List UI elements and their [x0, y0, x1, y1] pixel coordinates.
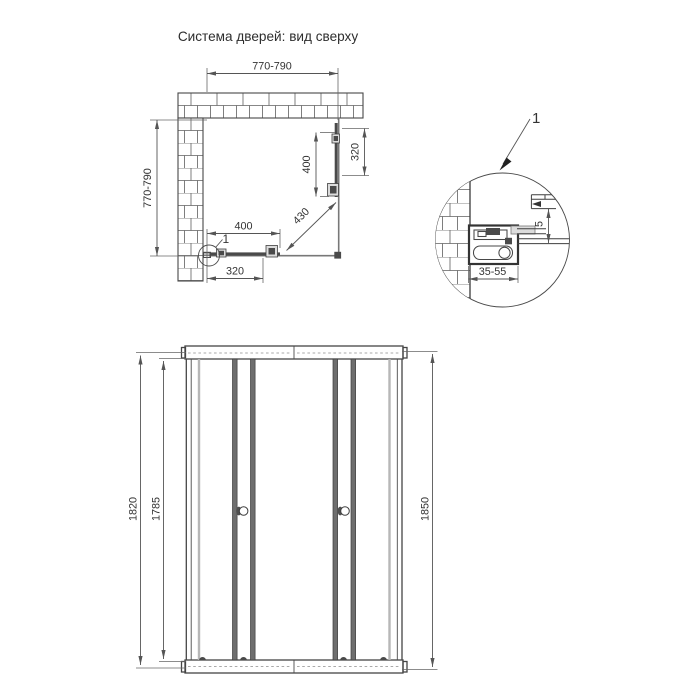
dim-inner-height: 1785	[151, 358, 186, 662]
front-bottom-rail	[180, 659, 408, 674]
front-top-rail	[180, 345, 408, 360]
front-handle-right	[337, 506, 350, 516]
detail-callout-label: 1	[223, 232, 230, 246]
page-title: Система дверей: вид сверху	[178, 29, 359, 44]
front-door-stiles	[232, 358, 356, 661]
dim-right-door: 400	[301, 132, 335, 197]
detail-glass-panels	[505, 225, 570, 245]
sliding-door-right	[327, 123, 340, 197]
top-view: 770-790 770-790 400 320 400	[142, 61, 369, 283]
front-fixed-glass-edges	[197, 359, 391, 660]
dim-bottom-door: 400	[206, 221, 281, 283]
dim-total-height: 1850	[402, 351, 438, 670]
detail-top-bracket	[530, 194, 556, 210]
detail-dim-gap-label: 5	[534, 221, 546, 227]
dim-glass-height-label: 1820	[128, 497, 140, 521]
wall-left	[177, 117, 204, 282]
detail-view: 5 35-55 1	[435, 110, 570, 308]
detail-content: 5 35-55	[435, 173, 570, 307]
dim-bottom-door-label: 400	[234, 221, 252, 233]
front-handle-left	[236, 506, 249, 516]
front-view: 1820 1785 1850	[128, 345, 438, 674]
detail-wall-profile	[467, 224, 520, 266]
dim-left-depth-label: 770-790	[142, 168, 154, 208]
dim-bottom-panel: 320	[207, 258, 264, 283]
dim-right-panel-label: 320	[350, 143, 362, 161]
dim-inner-height-label: 1785	[151, 497, 163, 521]
detail-view-label: 1	[532, 110, 540, 127]
dim-diagonal: 430	[286, 202, 337, 251]
detail-leader: 1	[499, 110, 540, 171]
front-side-frames	[185, 359, 403, 660]
detail-callout-marker: 1	[198, 232, 230, 267]
detail-dim-adjustment-label: 35-55	[479, 266, 507, 278]
dim-top-width: 770-790	[206, 61, 339, 120]
front-rollers	[199, 657, 387, 661]
dim-total-height-label: 1850	[420, 497, 432, 521]
dim-left-depth: 770-790	[142, 119, 207, 257]
dim-diagonal-label: 430	[291, 206, 312, 227]
wall-top	[177, 92, 364, 119]
dim-bottom-panel-label: 320	[226, 266, 244, 278]
detail-dim-adjustment: 35-55	[468, 266, 519, 283]
detail-dim-gap: 5	[534, 209, 551, 243]
corner-connector	[334, 251, 342, 259]
detail-wall	[435, 173, 471, 307]
dim-right-door-label: 400	[301, 155, 313, 173]
dim-right-panel: 320	[342, 128, 369, 176]
dim-top-width-label: 770-790	[252, 61, 292, 73]
dim-glass-height: 1820	[128, 352, 186, 669]
